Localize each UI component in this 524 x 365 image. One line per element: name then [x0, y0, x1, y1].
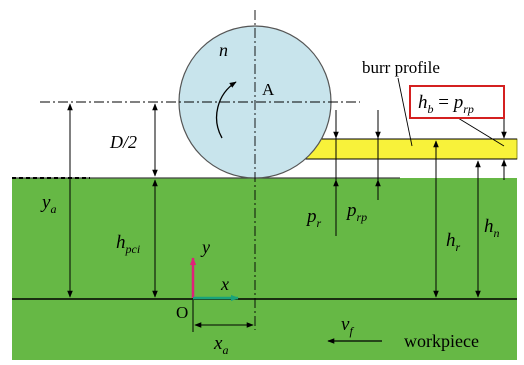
hpci-label: hpci	[116, 232, 140, 256]
workpiece-body	[12, 178, 517, 360]
workpiece-label: workpiece	[404, 331, 479, 351]
origin-label: O	[176, 303, 188, 322]
hr-label: hr	[446, 230, 461, 254]
xa-label: xa	[213, 333, 228, 357]
burr-profile-leader	[397, 77, 413, 147]
axis-x-label: x	[220, 274, 229, 294]
rotation-label: n	[219, 40, 228, 60]
prp-label: prp	[345, 200, 367, 224]
hb-equation-box	[409, 85, 505, 119]
center-label: A	[262, 80, 275, 99]
hb-equation: hb = prp	[418, 92, 474, 116]
vf-label: vf	[341, 314, 354, 338]
rotation-arrow	[215, 81, 237, 139]
ya-label: ya	[40, 192, 56, 216]
axis-y-label: y	[200, 237, 210, 257]
hn-label: hn	[484, 216, 500, 240]
hb-leader	[457, 117, 505, 147]
half-diameter-label: D/2	[109, 132, 137, 152]
burr-profile-label: burr profile	[362, 58, 440, 77]
pr-label: pr	[305, 206, 322, 230]
